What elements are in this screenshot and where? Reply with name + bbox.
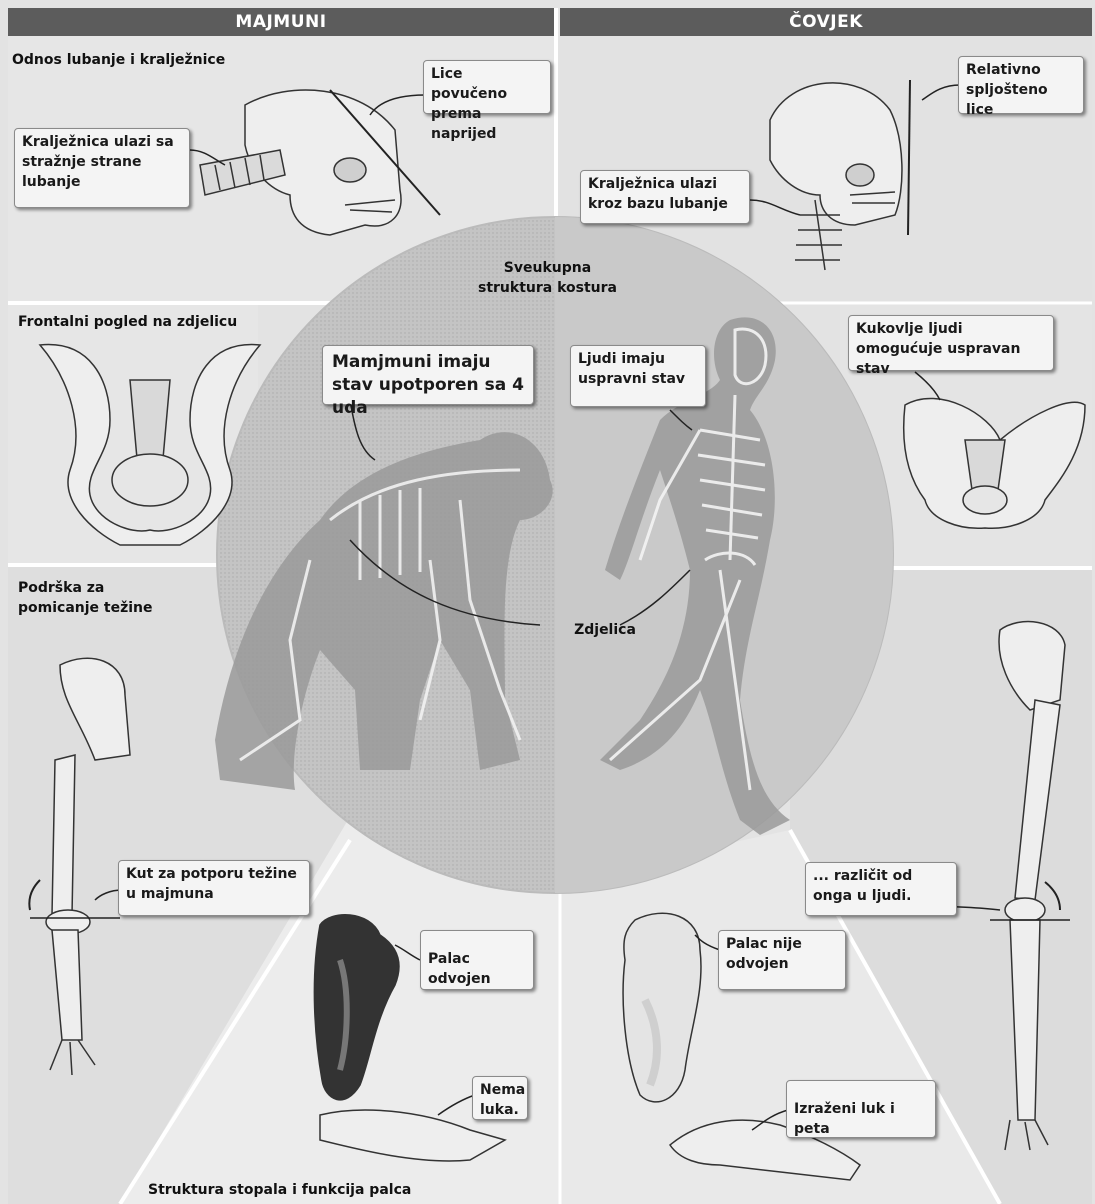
callout-human-pelvis: Kukovlje ljudi omogućuje uspravan stav [848,315,1054,371]
callout-human-face: Relativno spljošteno lice [958,56,1084,114]
callout-ape-spine: Kralježnica ulazi sa stražnje strane lub… [14,128,190,208]
skeleton-circle [215,217,893,893]
callout-human-stance: Ljudi imaju uspravni stav [570,345,706,407]
header-human: ČOVJEK [560,8,1092,36]
header-apes: MAJMUNI [8,8,554,36]
callout-ape-angle: Kut za potporu težine u majmuna [118,860,310,916]
section-skeleton-structure: Sveukupna struktura kostura [465,258,630,298]
section-weight-support: Podrška za pomicanje težine [18,578,183,618]
label-pelvis: Zdjelica [570,620,640,640]
section-pelvis-front: Frontalni pogled na zdjelicu [18,312,237,332]
section-skull-spine: Odnos lubanje i kralježnice [12,50,225,70]
callout-ape-thumb: Palac odvojen [420,930,534,990]
callout-human-angle: ... različit od onga u ljudi. [805,862,957,916]
callout-ape-arch: Nema luka. [472,1076,528,1120]
callout-ape-face: Lice povučeno prema naprijed [423,60,551,114]
callout-ape-stance: Mamjmuni imaju stav upotporen sa 4 uda [322,345,534,405]
section-foot-structure: Struktura stopala i funkcija palca [148,1180,411,1200]
callout-human-arch: Izraženi luk i peta [786,1080,936,1138]
callout-human-thumb: Palac nije odvojen [718,930,846,990]
callout-human-spine: Kralježnica ulazi kroz bazu lubanje [580,170,750,224]
